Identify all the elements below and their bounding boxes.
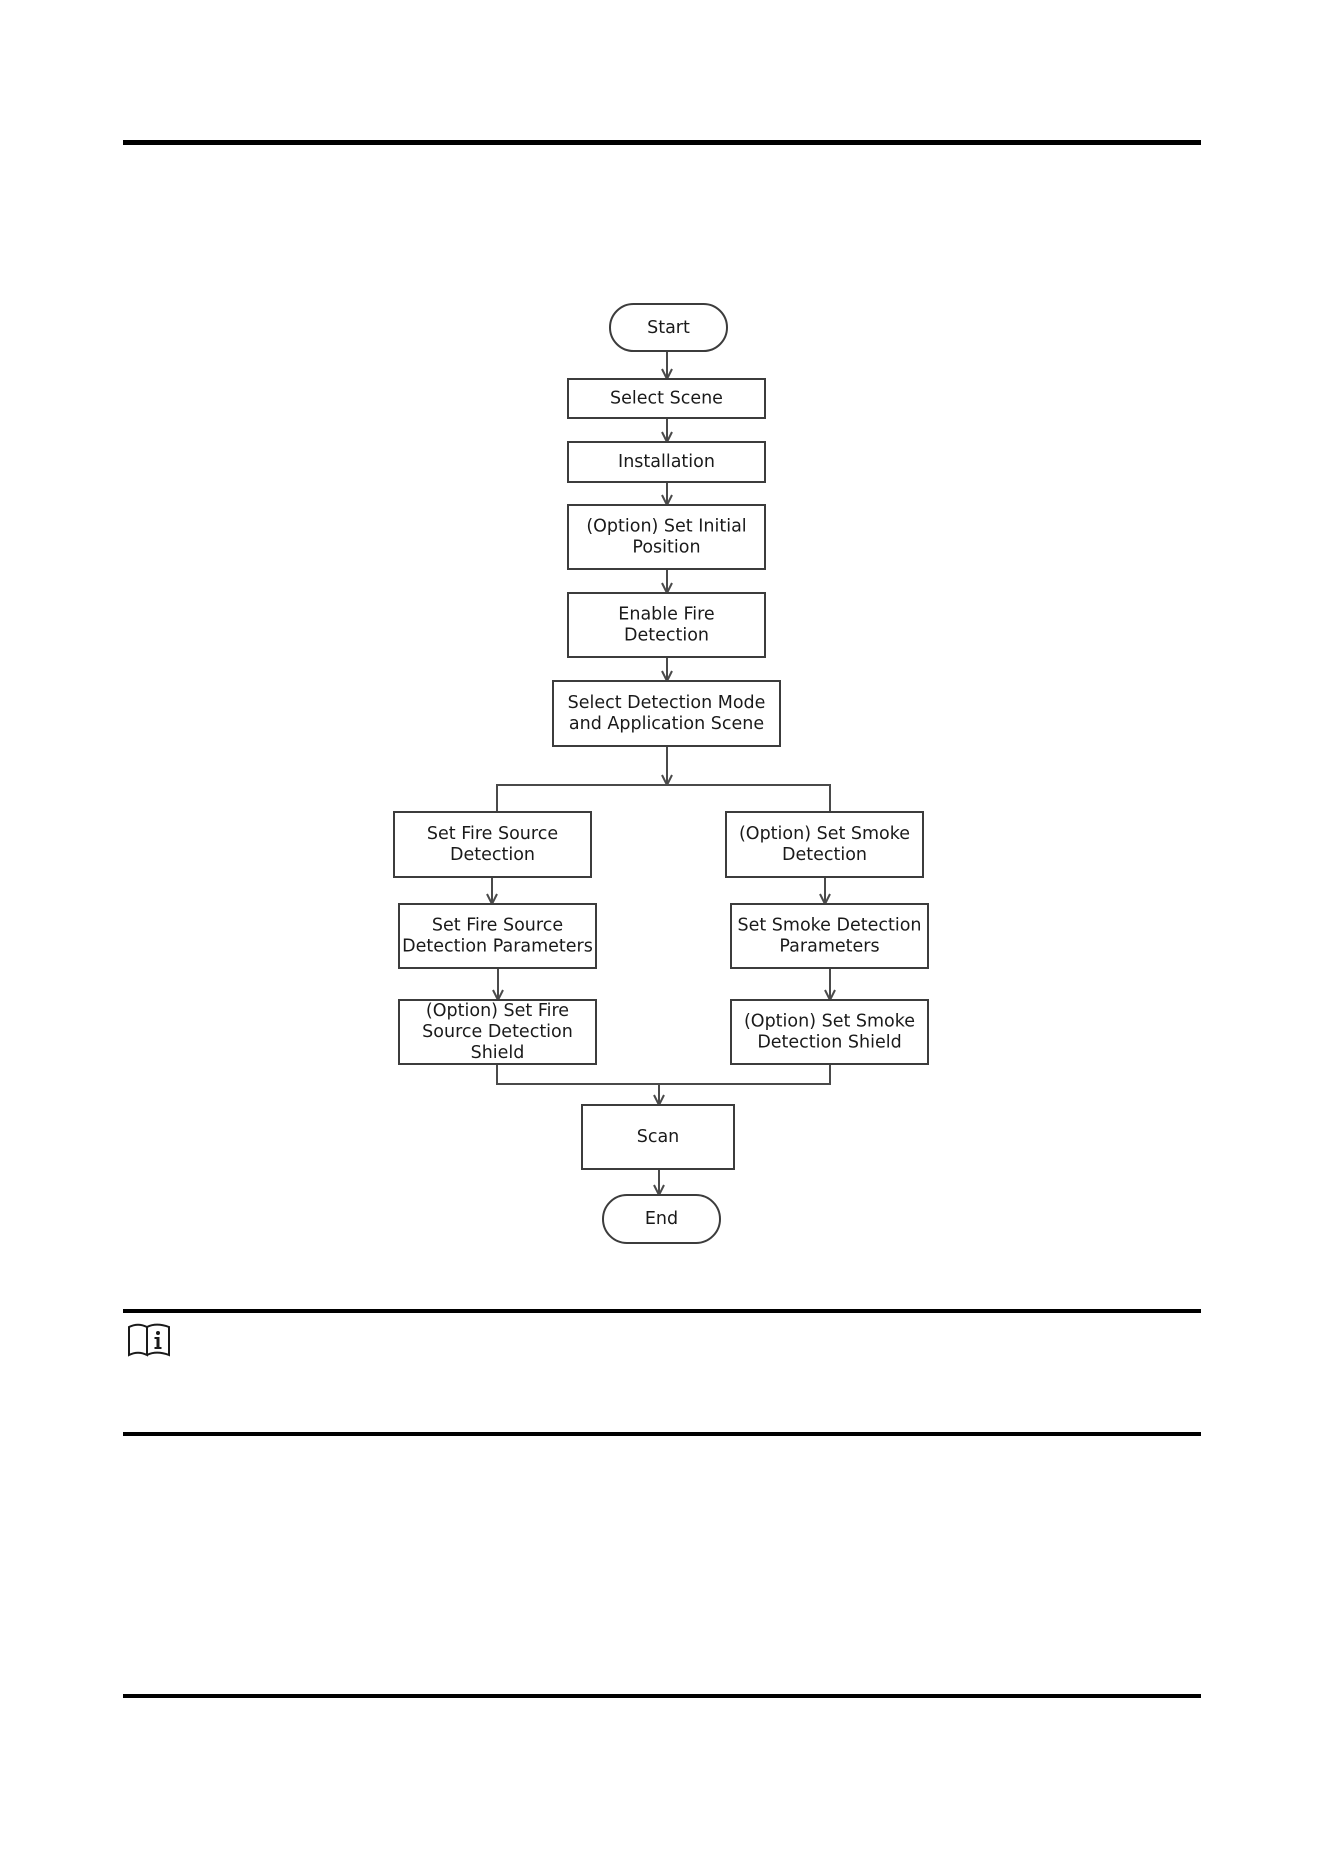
header-rule: [123, 140, 1201, 145]
node-end-label: End: [645, 1209, 678, 1229]
note-bottom-rule: [123, 1432, 1201, 1436]
note-top-rule: [123, 1309, 1201, 1313]
node-start-label: Start: [647, 318, 690, 338]
node-installation-label: Installation: [618, 452, 715, 472]
flowchart: Start Select Scene Installation (Option)…: [393, 303, 929, 1244]
node-select-scene-label: Select Scene: [610, 389, 723, 409]
node-scan: Scan: [581, 1104, 735, 1170]
edge-split-branches: [496, 784, 831, 812]
node-start: Start: [609, 303, 728, 352]
node-installation: Installation: [567, 441, 766, 483]
node-end: End: [602, 1194, 721, 1244]
node-scan-label: Scan: [637, 1127, 680, 1147]
edge-merge-branches: [496, 1064, 831, 1085]
node-select-scene: Select Scene: [567, 378, 766, 419]
footer-rule: [123, 1694, 1201, 1698]
flowchart-edges: [492, 351, 830, 1195]
note-book-info-icon: [128, 1323, 170, 1357]
